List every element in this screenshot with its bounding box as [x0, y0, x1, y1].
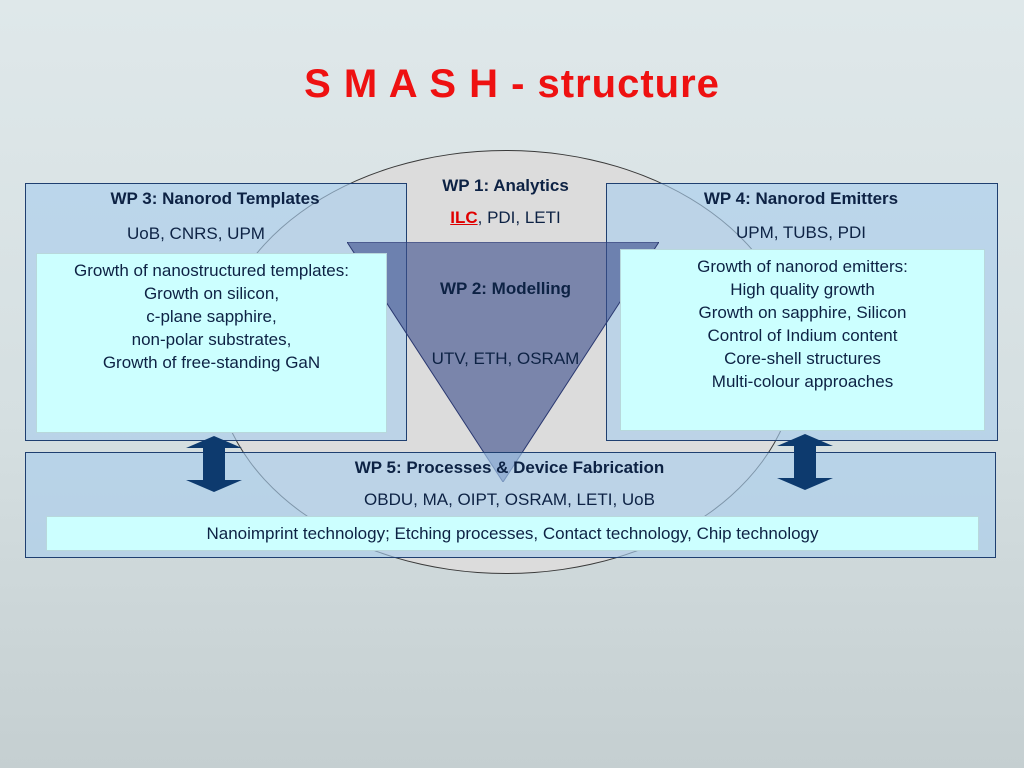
- wp4-task-box: Growth of nanorod emitters: High quality …: [620, 249, 985, 431]
- wp1-heading: WP 1: Analytics: [442, 176, 569, 195]
- wp5-partners: OBDU, MA, OIPT, OSRAM, LETI, UoB: [364, 490, 655, 509]
- page-title: S M A S H - structure: [304, 62, 720, 106]
- double-arrow-left-icon: [186, 436, 242, 492]
- wp3-task-item: Growth on silicon,: [143, 284, 280, 303]
- wp4-partners: UPM, TUBS, PDI: [735, 223, 867, 242]
- wp2-heading: WP 2: Modelling: [440, 279, 571, 298]
- wp4-task-item: High quality growth: [730, 280, 875, 299]
- wp3-task-box: Growth of nanostructured templates: Growt…: [36, 253, 387, 433]
- wp4-task-item: Growth of nanorod emitters:: [697, 257, 908, 276]
- wp2-partners: UTV, ETH, OSRAM: [431, 349, 580, 368]
- modelling-triangle: [347, 242, 659, 482]
- wp1-partner-highlight: ILC: [450, 208, 478, 227]
- double-arrow-right-icon: [777, 434, 833, 490]
- wp3-heading: WP 3: Nanorod Templates: [110, 189, 320, 208]
- wp4-task-item: Control of Indium content: [707, 326, 898, 345]
- wp1-partners-rest: , PDI, LETI: [477, 208, 561, 227]
- wp4-task-item: Growth on sapphire, Silicon: [698, 303, 907, 322]
- wp3-task-item: Growth of nanostructured templates:: [74, 261, 349, 280]
- wp3-partners: UoB, CNRS, UPM: [127, 224, 265, 243]
- wp3-task-item: Growth of free-standing GaN: [102, 353, 321, 372]
- wp4-task-item: Multi-colour approaches: [711, 372, 894, 391]
- wp3-task-item: non-polar substrates,: [131, 330, 292, 349]
- wp4-task-item: Core-shell structures: [724, 349, 881, 368]
- wp4-heading: WP 4: Nanorod Emitters: [703, 189, 899, 208]
- wp3-task-item: c-plane sapphire,: [146, 307, 277, 326]
- wp5-heading: WP 5: Processes & Device Fabrication: [354, 458, 665, 477]
- wp1-partners: ILC, PDI, LETI: [405, 208, 606, 228]
- wp5-task-box: Nanoimprint technology; Etching processe…: [46, 516, 979, 551]
